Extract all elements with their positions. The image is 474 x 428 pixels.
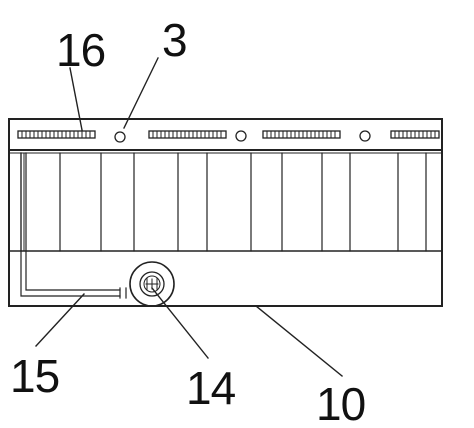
label-16: 16 — [56, 24, 105, 76]
vent-grille — [390, 130, 440, 139]
vent-grille — [148, 130, 227, 139]
vent-grille — [262, 130, 341, 139]
holes-3 — [114, 130, 371, 143]
hole — [114, 131, 126, 143]
leader-line-3 — [123, 57, 159, 129]
vent-grilles-16 — [17, 130, 440, 139]
label-3: 3 — [162, 14, 187, 66]
label-15: 15 — [10, 350, 59, 402]
leader-line-16 — [69, 67, 83, 131]
vertical-partitions — [20, 152, 427, 252]
vent-grille — [17, 130, 96, 139]
label-10: 10 — [316, 378, 365, 428]
leader-line-14 — [151, 287, 209, 359]
leader-line-15 — [35, 293, 85, 347]
hole — [359, 130, 371, 142]
pump-14 — [129, 261, 175, 307]
pipe-15 — [20, 152, 127, 299]
leader-line-10 — [255, 305, 343, 377]
housing-body — [8, 118, 443, 307]
hole — [235, 130, 247, 142]
label-14: 14 — [186, 362, 236, 414]
